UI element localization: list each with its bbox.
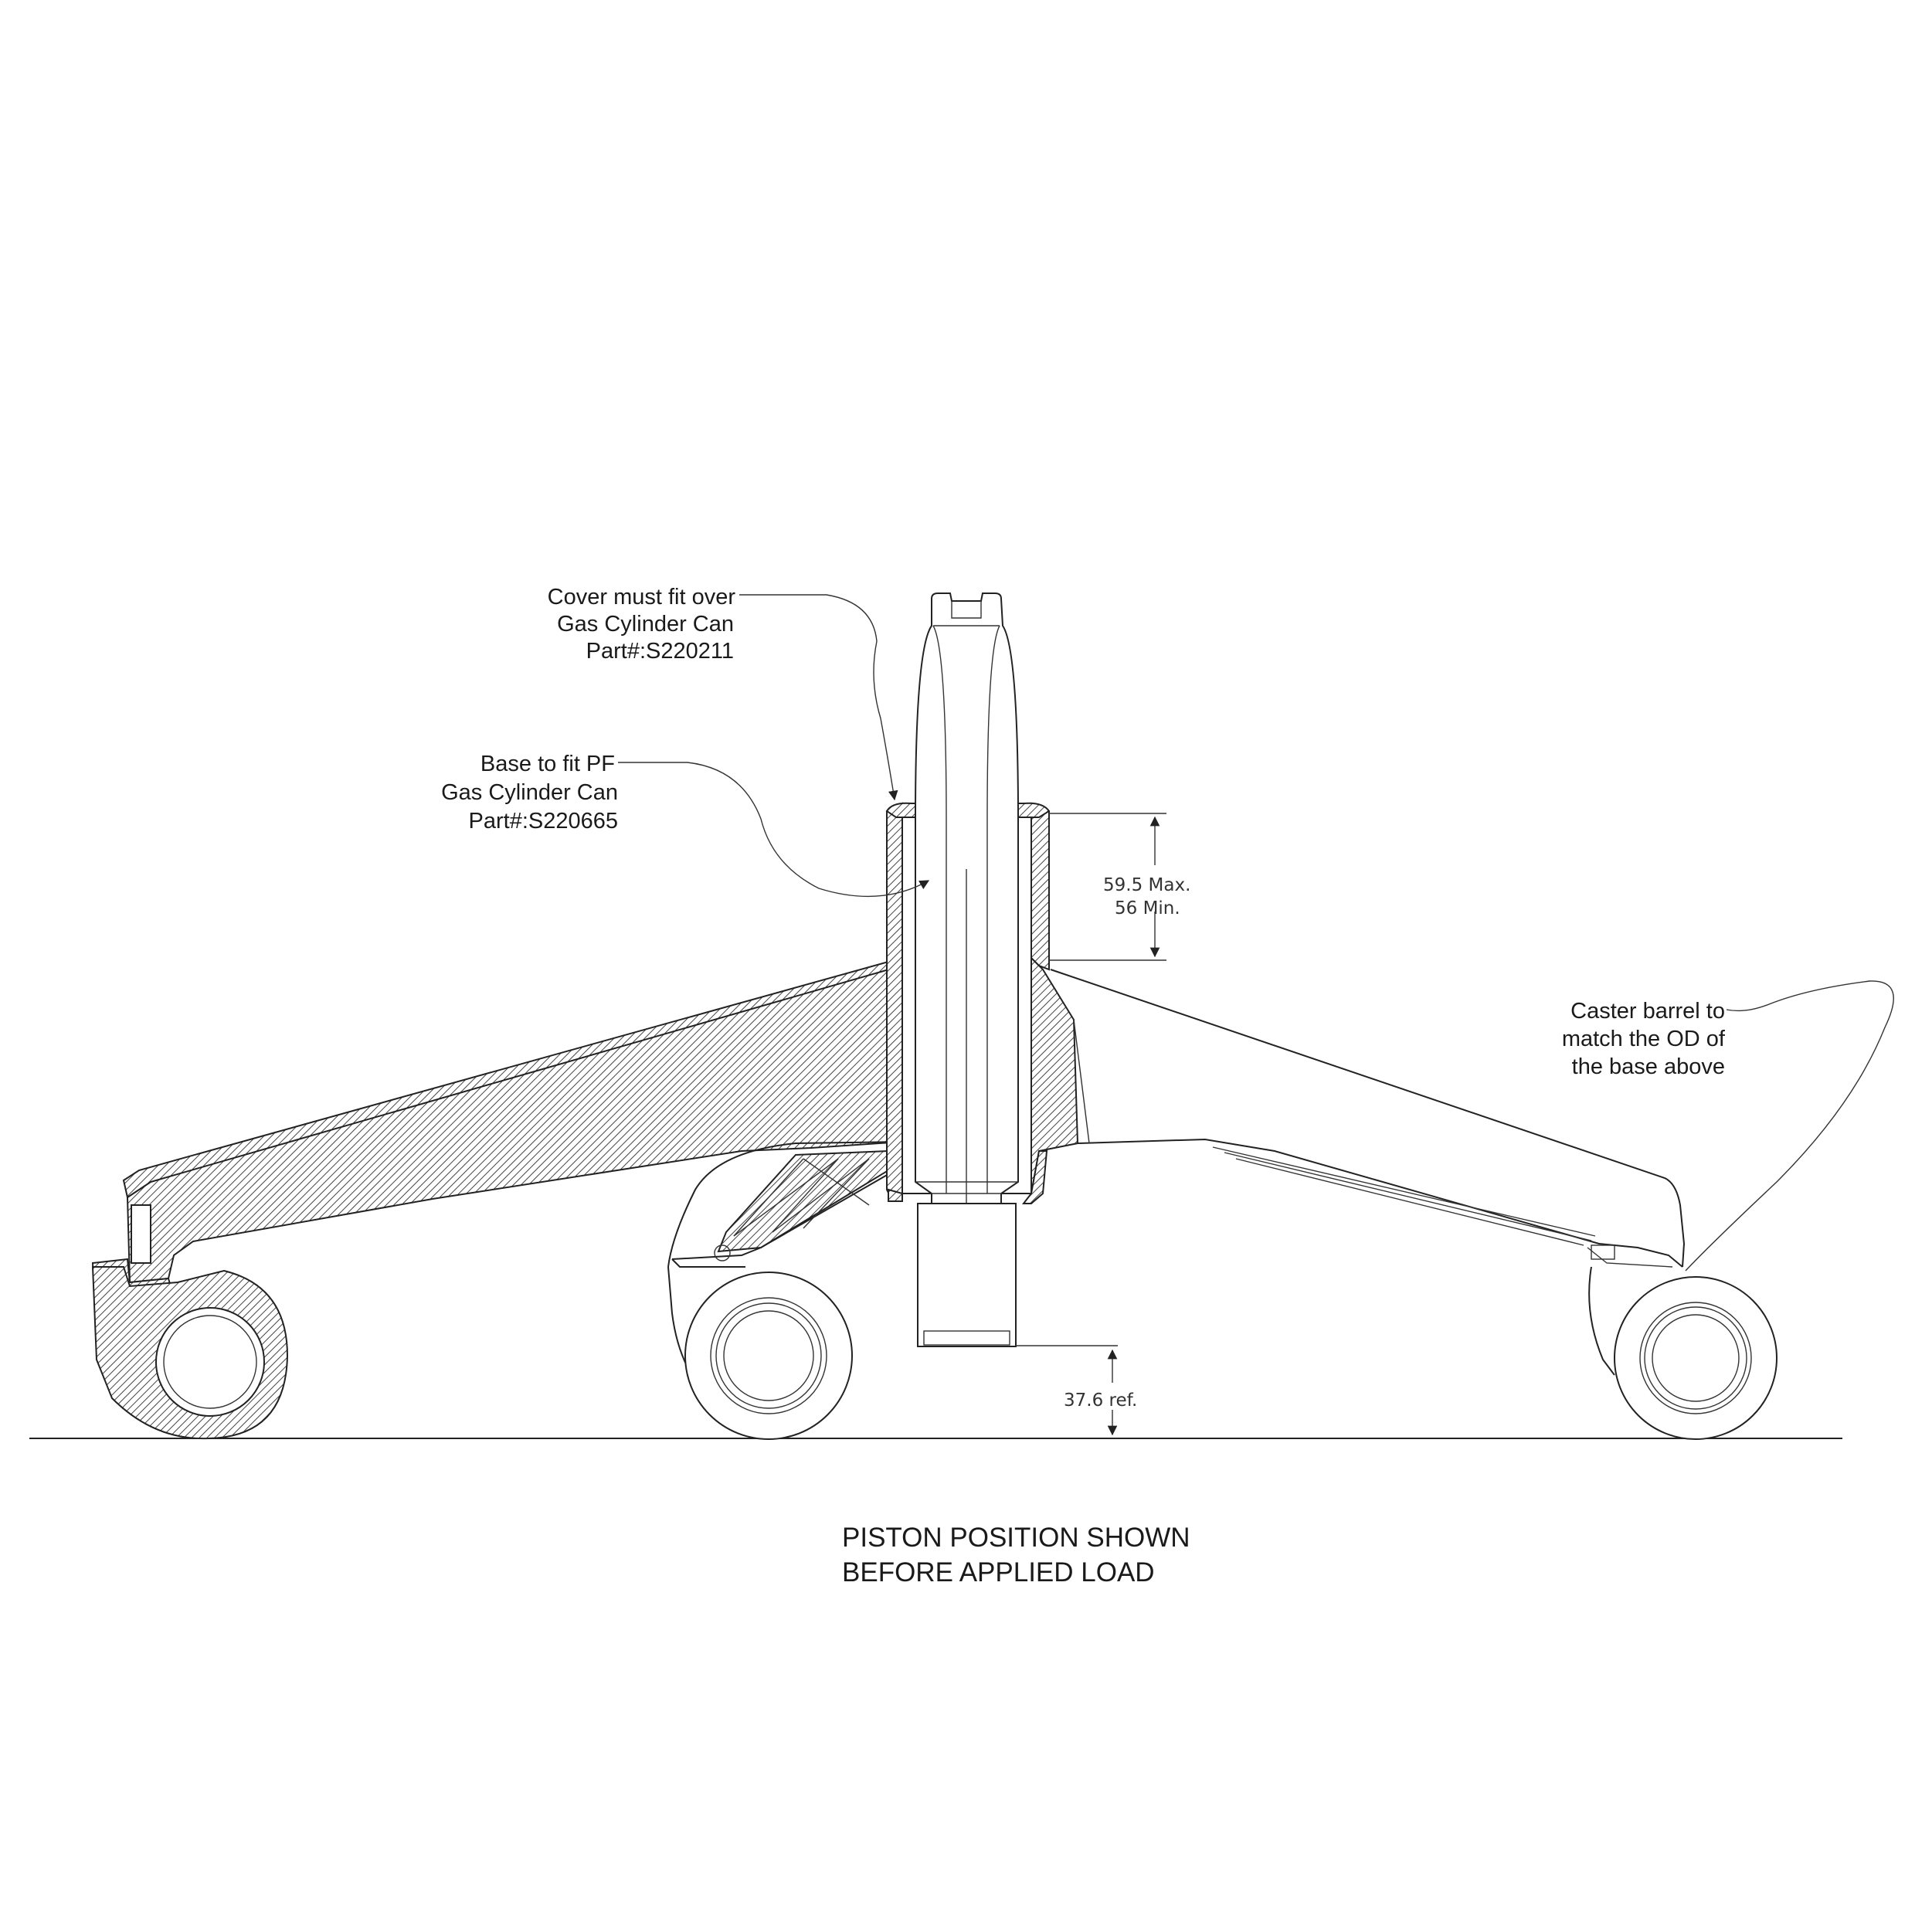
cover-note-line-2: Gas Cylinder Can [557, 612, 734, 637]
caster-note-line-2: match the OD of [1562, 1027, 1726, 1051]
caption-line-1: PISTON POSITION SHOWN [842, 1523, 1190, 1553]
drawing-caption: PISTON POSITION SHOWN BEFORE APPLIED LOA… [842, 1523, 1190, 1587]
caption-line-2: BEFORE APPLIED LOAD [842, 1557, 1155, 1587]
gas-cylinder-piston [915, 593, 1019, 1347]
caster-note-line-3: the base above [1572, 1054, 1725, 1079]
base-note-line-2: Gas Cylinder Can [441, 780, 618, 805]
base-note-line-1: Base to fit PF [480, 752, 615, 776]
left-caster [91, 1266, 289, 1440]
cover-note-line-3: Part#:S220211 [586, 639, 734, 664]
dimension-max-text: 59.5 Max. [1103, 875, 1190, 895]
base-note: Base to fit PF Gas Cylinder Can Part#:S2… [441, 752, 618, 834]
dimension-min-text: 56 Min. [1115, 898, 1180, 918]
base-note-line-3: Part#:S220665 [469, 809, 618, 834]
base-leader [618, 762, 930, 898]
cover-note: Cover must fit over Gas Cylinder Can Par… [548, 585, 736, 664]
caster-leader [1685, 980, 1894, 1272]
dimension-ref-text: 37.6 ref. [1064, 1390, 1137, 1411]
right-arm [1050, 969, 1686, 1268]
caster-note-line-1: Caster barrel to [1570, 999, 1725, 1024]
dimension-can-height: 59.5 Max. 56 Min. [1049, 813, 1190, 961]
cover-leader [739, 594, 898, 801]
caster-note: Caster barrel to match the OD of the bas… [1562, 999, 1726, 1079]
dimension-piston-clearance: 37.6 ref. [1016, 1345, 1137, 1436]
cover-note-line-1: Cover must fit over [548, 585, 736, 609]
middle-arm [667, 1141, 903, 1368]
middle-caster [684, 1272, 853, 1440]
right-caster [1588, 1266, 1778, 1440]
